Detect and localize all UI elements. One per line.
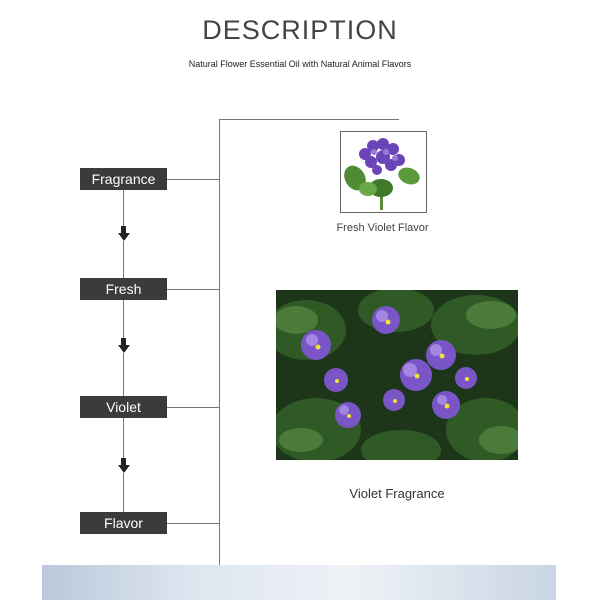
- violet-flowers-illustration: [276, 290, 518, 460]
- arrow-down-icon: [118, 233, 130, 241]
- step-fragrance: Fragrance: [80, 168, 167, 190]
- violet-plant-image: [340, 131, 427, 213]
- step-fresh: Fresh: [80, 278, 167, 300]
- step-flavor: Flavor: [80, 512, 167, 534]
- footer-gradient-band: [42, 565, 556, 600]
- flow-connector-4: [123, 353, 124, 396]
- flow-connector-1: [123, 190, 124, 226]
- arrow-stem-1: [121, 226, 126, 233]
- page-title: DESCRIPTION: [202, 15, 398, 45]
- small-photo-caption: Fresh Violet Flavor: [336, 222, 429, 234]
- flow-connector-3: [123, 300, 124, 338]
- large-photo-caption: Violet Fragrance: [349, 486, 445, 501]
- link-fresh: [167, 289, 219, 290]
- link-violet: [167, 407, 219, 408]
- step-violet: Violet: [80, 396, 167, 418]
- link-flavor: [167, 523, 219, 524]
- bracket-top: [219, 119, 399, 120]
- arrow-down-icon: [118, 345, 130, 353]
- flow-connector-6: [123, 473, 124, 512]
- flow-connector-5: [123, 418, 124, 458]
- violet-plant-illustration: [344, 138, 420, 210]
- arrow-stem-3: [121, 458, 126, 465]
- bracket-vertical: [219, 119, 220, 590]
- violet-flowers-photo: [276, 290, 518, 460]
- arrow-stem-2: [121, 338, 126, 345]
- arrow-down-icon: [118, 465, 130, 473]
- page-subtitle: Natural Flower Essential Oil with Natura…: [188, 59, 412, 69]
- link-fragrance: [167, 179, 219, 180]
- flow-connector-2: [123, 241, 124, 278]
